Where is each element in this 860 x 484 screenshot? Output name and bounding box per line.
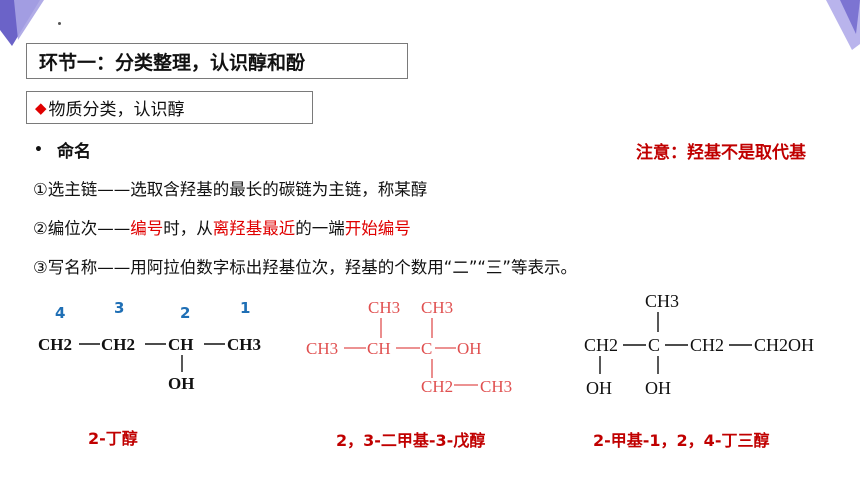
rule-2-part3: 时，从: [163, 219, 213, 238]
carbon-number: 3: [114, 299, 124, 317]
methyl-group: CH3: [645, 291, 679, 311]
structure-dimethyl-pentanol: CH3 CH3 CH3 CH C OH CH2 CH3: [306, 298, 512, 396]
chain-group: CH2: [38, 335, 72, 354]
chain-group: CH3: [480, 377, 512, 396]
bullet-icon: •: [34, 141, 43, 158]
chain-group: CH: [168, 335, 194, 354]
rule-2-part5: 的一端: [295, 219, 345, 238]
structure-name-3: 2-甲基-1，2，4-丁三醇: [593, 431, 770, 450]
structure-2-butanol: 4 3 2 1 CH2 CH2 CH CH3 OH: [38, 299, 261, 393]
structure-methyl-butanetriol: CH3 CH2 C CH2 CH2OH OH OH: [584, 291, 814, 398]
hydroxyl-group: OH: [645, 378, 671, 398]
carbon-number: 4: [55, 304, 65, 322]
chain-group: C: [648, 335, 660, 355]
hydroxyl-group: OH: [457, 339, 482, 358]
hydroxyl-group: OH: [168, 374, 194, 393]
chain-group: CH3: [306, 339, 338, 358]
corner-decoration-left: [0, 0, 44, 46]
diamond-icon: ◆: [35, 98, 47, 117]
rule-2-part2: 编号: [130, 219, 164, 238]
rule-2: ②编位次——编号时，从离羟基最近的一端开始编号: [33, 215, 411, 239]
chain-group: CH2OH: [754, 335, 814, 355]
structure-diagrams: 4 3 2 1 CH2 CH2 CH CH3 OH CH3 CH3 CH3 CH…: [38, 291, 814, 398]
subsection-box: ◆ 物质分类，认识醇: [26, 91, 313, 124]
chain-group: CH2: [421, 377, 453, 396]
dot-mark: [58, 22, 61, 25]
chain-group: CH3: [227, 335, 261, 354]
rule-2-part4: 离羟基最近: [212, 219, 296, 238]
methyl-group: CH3: [368, 298, 400, 317]
bullet-heading: 命名: [56, 142, 91, 162]
chain-group: CH2: [690, 335, 724, 355]
chain-group: CH2: [101, 335, 135, 354]
corner-decoration-right: [826, 0, 860, 50]
structure-name-2: 2，3-二甲基-3-戊醇: [336, 431, 486, 450]
carbon-number: 2: [180, 304, 190, 322]
rule-2-part6: 开始编号: [344, 219, 411, 238]
section-title: 环节一：分类整理，认识醇和酚: [39, 51, 306, 74]
bullet-heading-row: • 命名: [34, 137, 91, 163]
subsection-title: 物质分类，认识醇: [48, 100, 185, 120]
chain-group: C: [421, 339, 432, 358]
methyl-group: CH3: [421, 298, 453, 317]
chain-group: CH2: [584, 335, 618, 355]
carbon-number: 1: [240, 299, 250, 317]
section-title-box: 环节一：分类整理，认识醇和酚: [26, 43, 408, 79]
hydroxyl-group: OH: [586, 378, 612, 398]
structure-name-1: 2-丁醇: [88, 429, 138, 448]
rule-2-part1: ②编位次——: [33, 219, 131, 238]
rule-1: ①选主链——选取含羟基的最长的碳链为主链，称某醇: [33, 180, 428, 199]
rule-3: ③写名称——用阿拉伯数字标出羟基位次，羟基的个数用“二”“三”等表示。: [33, 258, 577, 277]
chain-group: CH: [367, 339, 391, 358]
note-text: 注意：羟基不是取代基: [636, 143, 806, 163]
